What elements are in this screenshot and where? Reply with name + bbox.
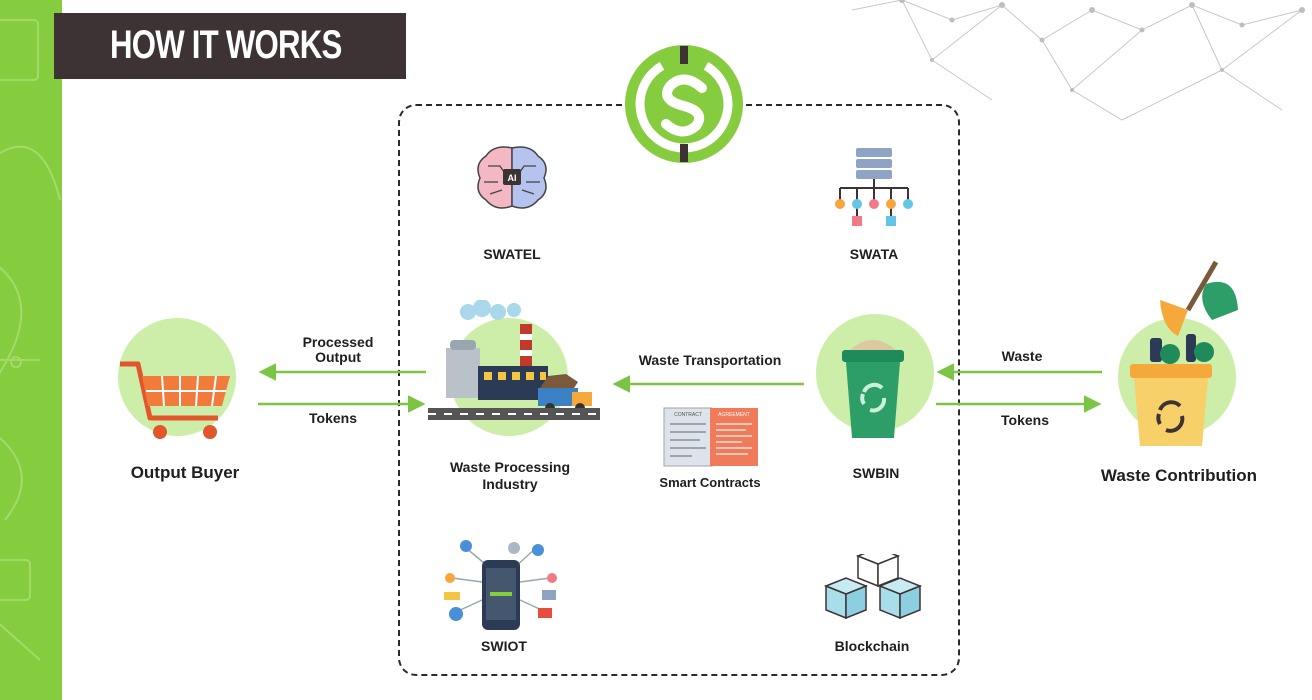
processed-output-line2: Output [315,349,361,365]
smart-contracts-label: Smart Contracts [659,475,761,490]
blockchain-cubes-icon [823,554,923,620]
tokens-left-label: Tokens [309,410,357,426]
smart-bin-icon [842,340,904,438]
recycle-bin-icon [1130,260,1238,446]
side-stripe-decoration [0,19,61,661]
ai-chip-text: AI [508,173,517,183]
swbin-label: SWBIN [852,465,900,481]
factory-icon [428,300,600,420]
swachhcoin-logo-icon [625,45,743,163]
page-title: HOW IT WORKS [110,23,342,67]
ai-brain-icon: AI [477,146,547,209]
blockchain-label: Blockchain [834,638,910,654]
swata-label: SWATA [849,246,899,262]
waste-processing-label: Waste Processing Industry [424,459,596,493]
waste-transportation-label: Waste Transportation [638,352,782,368]
iot-devices-icon [444,540,557,630]
processed-output-label: Processed Output [286,335,390,365]
contract-doc-text: CONTRACT [674,412,702,418]
shopping-cart-icon [120,361,230,439]
tokens-right-label: Tokens [1001,412,1049,428]
output-buyer-label: Output Buyer [130,463,240,482]
side-stripe [0,0,62,700]
waste-label: Waste [1001,348,1043,364]
waste-contribution-label: Waste Contribution [1100,466,1258,485]
agreement-doc-text: AGREEMENT [718,412,750,418]
title-banner: HOW IT WORKS [54,13,406,79]
network-decoration [851,0,1305,121]
swatel-label: SWATEL [483,246,541,262]
waste-processing-label-text: Waste Processing Industry [449,459,571,492]
smart-contract-icon: CONTRACT AGREEMENT [663,407,758,467]
data-network-icon [835,148,913,226]
processed-output-line1: Processed [302,334,374,350]
swiot-label: SWIOT [481,638,527,654]
